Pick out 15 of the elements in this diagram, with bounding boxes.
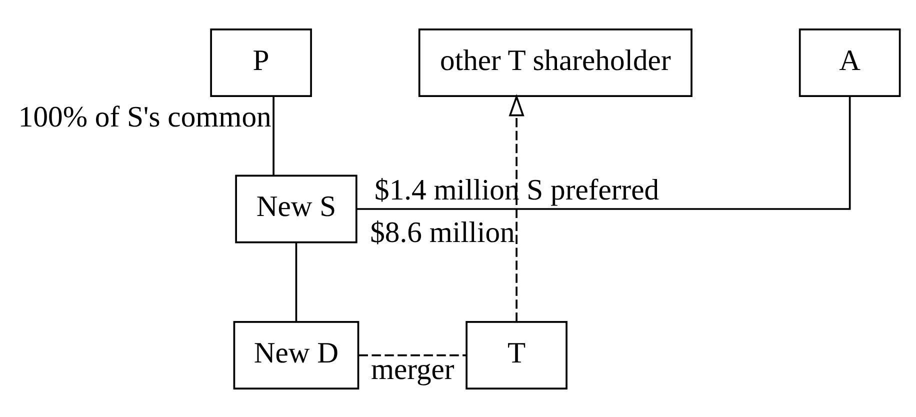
connector [358,354,466,356]
edge-label: merger [370,353,454,386]
connector [356,96,851,210]
connector [295,242,298,322]
arrow [508,94,524,322]
node-box: New D [233,320,360,390]
node-box: T [466,320,568,390]
node-box: A [798,28,901,96]
node-box: other T shareholder [418,28,692,96]
node-box: P [210,28,312,96]
node-box: New S [235,174,358,243]
edge-label: $8.6 million [370,216,515,249]
edge-label: 100% of S's common [18,100,272,133]
edge-label: $1.4 million S preferred [374,174,660,206]
connector [272,96,274,175]
